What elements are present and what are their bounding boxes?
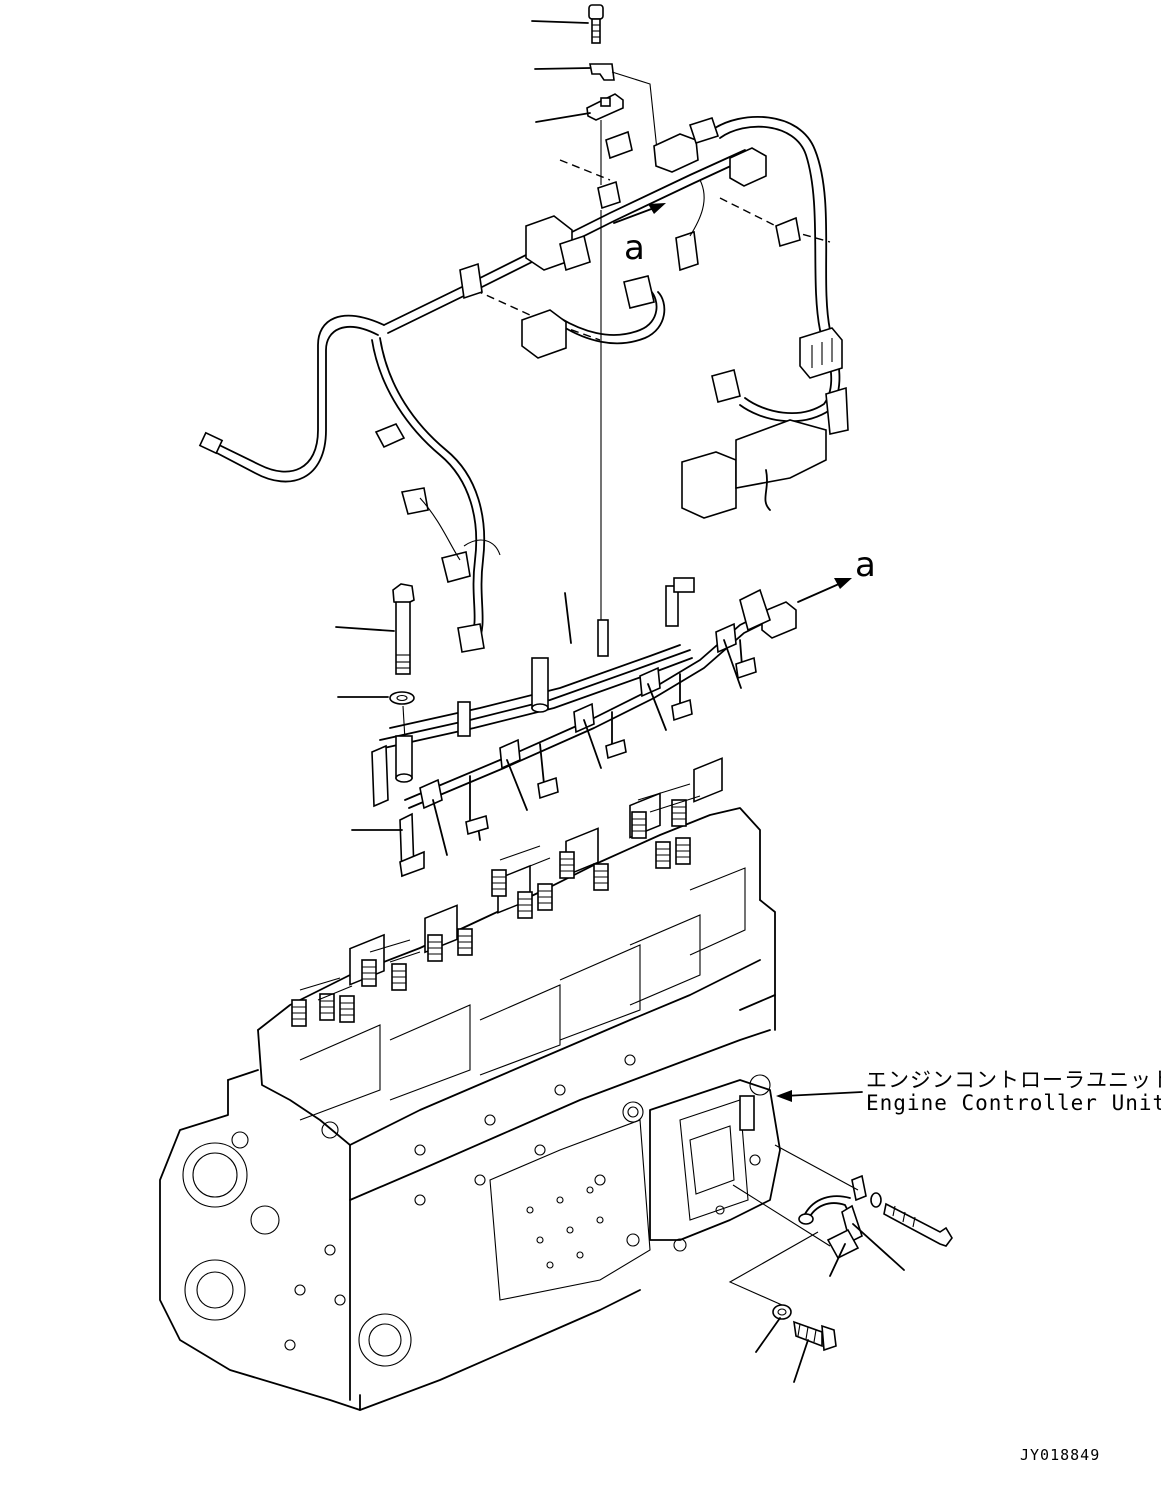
reference-mark-a-lower: a [855, 545, 876, 585]
leader-line [534, 67, 591, 70]
bolt-right [883, 1202, 953, 1247]
bracket-top [586, 93, 624, 121]
drawing-code: JY018849 [1020, 1446, 1101, 1464]
clip [589, 63, 615, 81]
guide-line [732, 1184, 831, 1247]
leader-line [793, 1339, 809, 1383]
ecu-label-japanese: エンジンコントローラユニット [866, 1068, 1161, 1092]
leader-line [829, 1243, 846, 1277]
leader-line [506, 759, 528, 811]
ecu-callout-arrow [776, 1090, 863, 1102]
leader-line [531, 20, 589, 24]
leader-line [335, 626, 395, 632]
leader-line [647, 683, 667, 731]
bolt-top [588, 4, 604, 44]
washer [389, 691, 415, 705]
leader-line [583, 719, 602, 769]
long-bolt [392, 583, 415, 675]
guide-line [728, 1231, 819, 1306]
leader-line [611, 71, 658, 151]
reference-mark-a-upper: a [624, 228, 645, 268]
washer-right [870, 1192, 882, 1208]
leader-line [755, 1317, 781, 1353]
ecu-label-english: Engine Controller Unit [866, 1091, 1161, 1115]
injector-harness [371, 577, 852, 878]
wiring-harness-upper [198, 115, 849, 653]
cylinder-head-engine-block [159, 757, 781, 1411]
leader-line [564, 592, 572, 644]
ground-cable [798, 1174, 867, 1260]
bolt-lower [793, 1320, 837, 1352]
leader-line [432, 799, 448, 856]
guide-line [774, 1144, 859, 1191]
leader-line [852, 1223, 905, 1271]
leader-line [535, 112, 591, 123]
washer-lower [772, 1304, 792, 1320]
leader-line [723, 639, 742, 689]
